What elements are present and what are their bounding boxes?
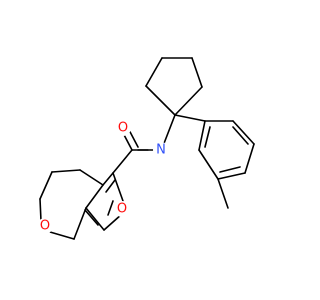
bond [102, 172, 114, 186]
bond [49, 231, 75, 240]
bond [232, 120, 255, 145]
atom-N-amide: N [153, 142, 169, 158]
atom-label: N [156, 143, 166, 158]
bond [112, 149, 133, 174]
bond [73, 207, 87, 240]
bond [232, 126, 249, 145]
bond [145, 85, 176, 116]
bond [103, 213, 123, 231]
bond [198, 120, 206, 151]
molecule-diagram: O N O O [37, 57, 255, 240]
bond [198, 149, 219, 180]
bond [145, 57, 163, 87]
bond [174, 86, 203, 116]
bond [107, 200, 114, 216]
atom-label: O [118, 121, 128, 136]
atom-O-furan: O [114, 201, 130, 217]
atom-label: O [117, 202, 127, 217]
bond [39, 198, 42, 222]
bond [105, 179, 116, 193]
atom-O-carbonyl: O [115, 120, 131, 136]
bond [219, 166, 241, 173]
atom-O-pyran: O [37, 218, 53, 234]
bond [217, 178, 229, 209]
bond [85, 207, 105, 231]
bond [191, 57, 203, 88]
atom-label: O [40, 219, 50, 234]
bond [85, 184, 104, 209]
bond-lines [39, 57, 255, 240]
bond [162, 114, 176, 147]
bond [84, 209, 99, 226]
bond [174, 114, 206, 122]
bond [112, 172, 124, 202]
bond [217, 172, 246, 180]
atom-labels: O N O O [37, 120, 169, 234]
bond [51, 169, 81, 173]
bond [39, 171, 53, 200]
bond [204, 126, 211, 148]
bond [79, 169, 104, 186]
bond [244, 143, 255, 174]
